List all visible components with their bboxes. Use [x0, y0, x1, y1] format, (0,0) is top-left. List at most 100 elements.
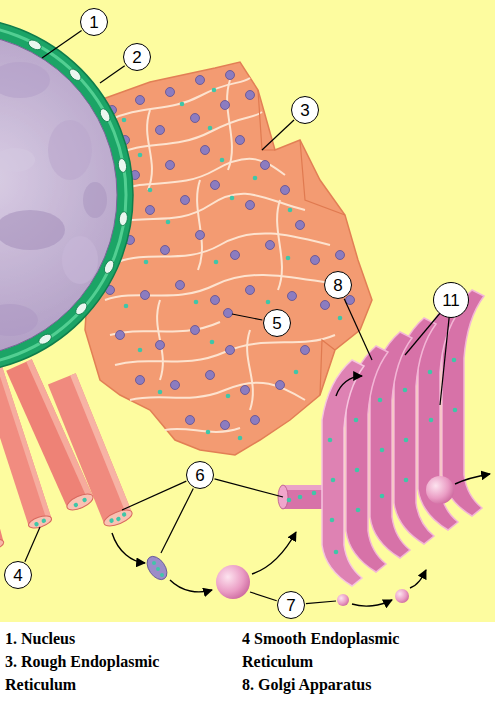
rough-er-part-part	[157, 300, 163, 380]
nucleus-part-part-part	[37, 332, 53, 346]
rough-er-part-part	[166, 161, 175, 170]
rough-er-part-part	[201, 146, 210, 155]
golgi-apparatus-part-part	[312, 491, 317, 496]
leader-line-part	[440, 315, 449, 405]
transport-arrow-part	[170, 580, 212, 592]
rough-er-part-part	[156, 341, 165, 350]
nucleus-part-part	[0, 148, 35, 172]
smooth-er-part-part	[116, 516, 122, 522]
rough-er-part-part	[181, 196, 190, 205]
leader-line-part	[25, 527, 40, 562]
rough-er-part-part	[226, 346, 235, 355]
rough-er-part-part	[105, 275, 345, 300]
key-text: 3. Rough Endoplasmic Reticulum	[5, 650, 230, 696]
rough-er-part-part	[247, 330, 253, 410]
callout-number: 1	[80, 8, 108, 36]
rough-er-part-part	[141, 291, 150, 300]
rough-er-part	[258, 90, 345, 395]
rough-er-part-part	[191, 326, 200, 335]
vesicles-part	[156, 567, 160, 571]
nucleus-part-part	[98, 107, 112, 123]
rough-er-part-part	[277, 200, 282, 290]
leader-line-part	[405, 312, 441, 356]
rough-er-part-part	[301, 346, 310, 355]
rough-er-part-part	[180, 102, 185, 107]
golgi-apparatus-part-part	[452, 358, 457, 363]
golgi-apparatus-part-part	[378, 398, 383, 403]
vesicles-part	[152, 561, 156, 565]
golgi-apparatus-part-part	[328, 438, 333, 443]
key-panel	[0, 622, 495, 701]
transport-arrow-part	[410, 570, 426, 588]
nucleus-part-part	[48, 120, 92, 180]
golgi-apparatus-part-part	[380, 494, 385, 499]
nucleus-part-part	[37, 332, 53, 346]
rough-er-part-part	[146, 206, 155, 215]
rough-er-part-part	[246, 91, 255, 100]
nucleus-part-part	[102, 259, 115, 275]
rough-er-part-part	[171, 381, 180, 390]
golgi-apparatus-part-part	[287, 498, 292, 503]
golgi-apparatus-part	[346, 290, 484, 572]
smooth-er-part	[48, 373, 134, 529]
callout-number: 5	[263, 309, 291, 337]
nucleus-part	[0, 24, 126, 366]
leader-line	[25, 31, 450, 604]
rough-er-part-part	[212, 88, 217, 93]
rough-er-part-part	[253, 176, 258, 181]
leader-line-part	[262, 120, 294, 150]
leader-line-part	[215, 479, 284, 497]
rough-er-part-part	[238, 436, 243, 441]
nucleus-part-part	[0, 210, 65, 250]
rough-er-part-part	[166, 220, 171, 225]
rough-er-part-part	[296, 221, 305, 230]
transport-arrow-part	[112, 533, 145, 563]
smooth-er-part-part	[73, 502, 79, 508]
smooth-er-part-part	[48, 373, 132, 523]
key-text: 4 Smooth Endoplasmic Reticulum	[242, 627, 472, 673]
golgi-apparatus-part	[282, 485, 328, 490]
nucleus-part-part-part	[118, 211, 128, 226]
rough-er-part-part	[115, 112, 262, 155]
golgi-apparatus	[278, 290, 484, 586]
vesicles-part	[337, 594, 349, 606]
vesicles	[143, 476, 454, 606]
callout-number: 11	[433, 282, 469, 318]
golgi-apparatus-part	[287, 358, 458, 555]
rough-er-part-part	[246, 286, 255, 295]
rough-er-part-part	[300, 140, 345, 215]
rough-er-part-part	[161, 246, 170, 255]
rough-er-part-part	[276, 381, 285, 390]
callout-number: 2	[123, 43, 151, 71]
rough-er-part-part	[196, 76, 205, 85]
vesicles-part	[160, 573, 164, 577]
rough-er-part-part	[288, 208, 293, 213]
rough-er-part-part	[115, 335, 335, 365]
rough-er-part-part	[122, 118, 127, 123]
nucleus-part-part	[117, 158, 127, 173]
rough-er-part-part	[208, 126, 213, 131]
golgi-apparatus-part-part	[404, 478, 409, 483]
nucleus-part-part-part	[98, 107, 112, 123]
golgi-apparatus-part-part	[403, 388, 408, 393]
rough-er-part-part	[206, 371, 215, 380]
rough-er-part-part	[214, 260, 219, 265]
golgi-apparatus-part-part	[356, 508, 361, 513]
transport-arrow-part	[252, 532, 296, 574]
rough-er-part-part	[227, 80, 232, 170]
leader-line-part	[306, 601, 336, 604]
rough-er-part-part	[221, 421, 230, 430]
golgi-apparatus-part-part	[334, 550, 339, 555]
rough-er-part-part	[194, 300, 199, 305]
nucleus-part-part	[0, 62, 50, 98]
rough-er-part-part	[226, 394, 231, 399]
golgi-apparatus-part-part	[380, 448, 385, 453]
rough-er-part-part	[211, 181, 220, 190]
rough-er-part-part	[211, 296, 220, 305]
rough-er-part-part	[120, 159, 285, 190]
nucleus-part-part-part	[27, 38, 43, 52]
golgi-apparatus-part-part	[354, 418, 359, 423]
rough-er-part-part	[311, 256, 320, 265]
rough-er-part-part	[294, 370, 299, 375]
golgi-apparatus-part-part	[330, 518, 335, 523]
